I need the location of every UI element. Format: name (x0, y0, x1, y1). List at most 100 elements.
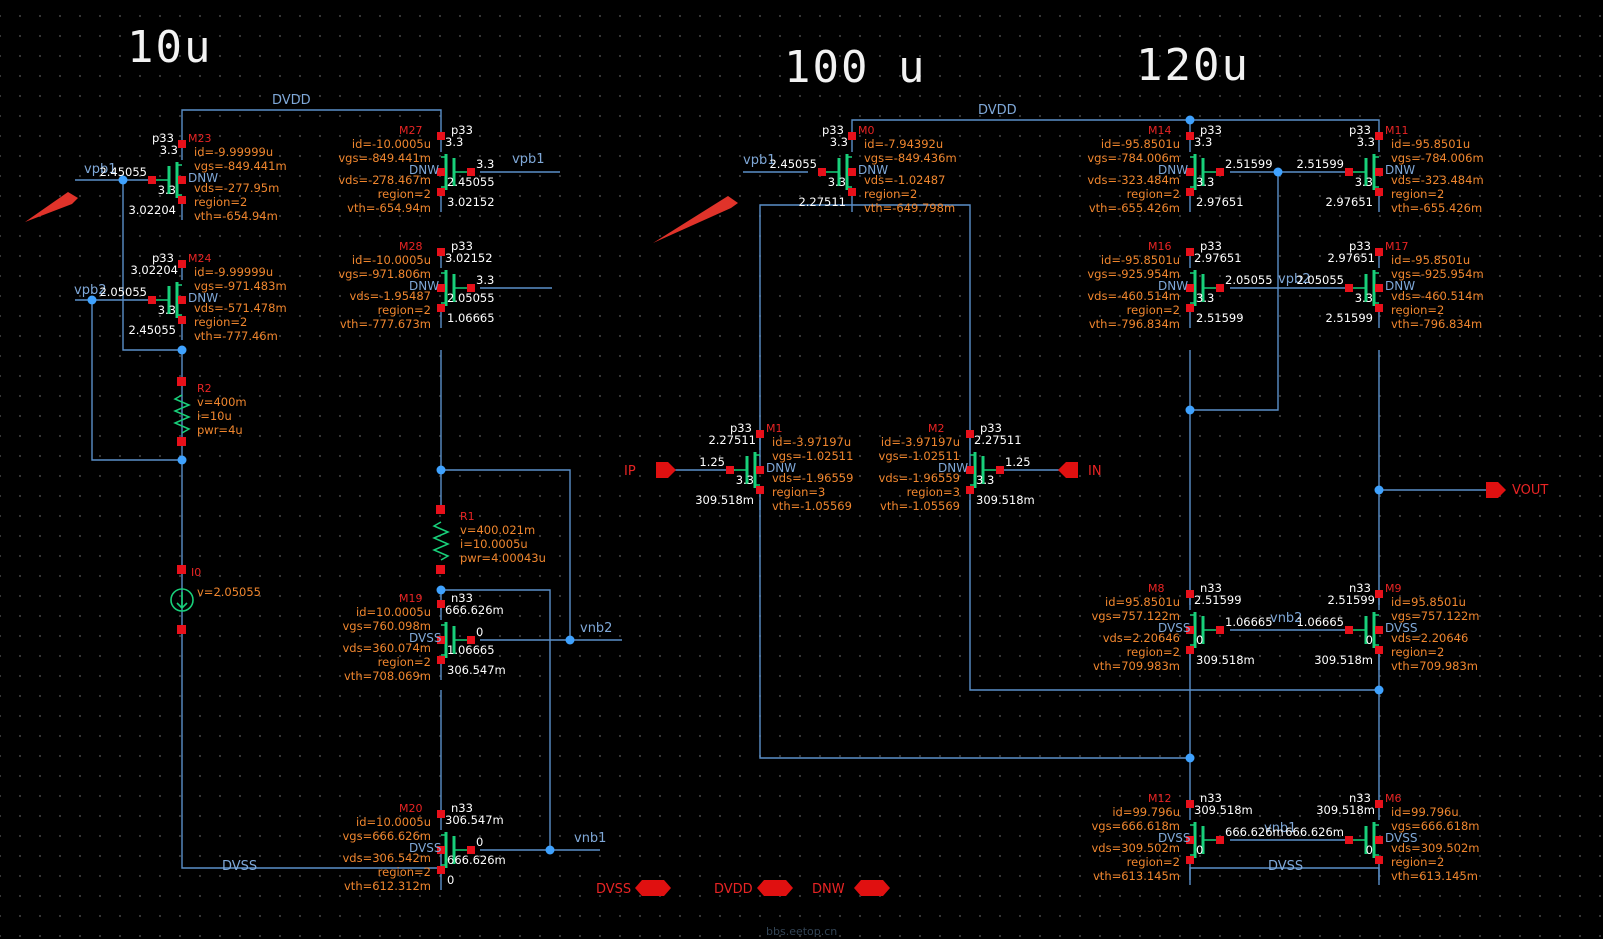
pin[interactable] (996, 466, 1004, 474)
pin[interactable] (1375, 836, 1383, 844)
pin[interactable] (437, 284, 445, 292)
device-type: p33 (152, 251, 174, 265)
pin[interactable] (437, 656, 445, 664)
transistor-m20[interactable]: n33M20id=10.0005uvgs=666.626mvds=306.542… (343, 801, 506, 893)
pin[interactable] (1186, 248, 1194, 256)
pin[interactable] (437, 188, 445, 196)
pin[interactable] (1186, 590, 1194, 598)
pin[interactable] (1186, 836, 1194, 844)
pin[interactable] (756, 486, 764, 494)
resistor-r1[interactable]: R1 v=400.021m i=10.0005u pwr=4.00043u (432, 505, 546, 574)
pin[interactable] (437, 600, 445, 608)
current-source-i0[interactable]: I0 v=2.05055 (170, 565, 261, 634)
pin[interactable] (437, 636, 445, 644)
pin[interactable] (467, 846, 475, 854)
pin[interactable] (1216, 284, 1224, 292)
pin[interactable] (756, 466, 764, 474)
pin[interactable] (1186, 304, 1194, 312)
pin[interactable] (467, 284, 475, 292)
pin[interactable] (178, 260, 186, 268)
pin[interactable] (178, 196, 186, 204)
pin[interactable] (1186, 132, 1194, 140)
port-dnw[interactable]: DNW (812, 880, 890, 897)
pin[interactable] (756, 430, 764, 438)
port-vout[interactable]: VOUT (1486, 482, 1548, 498)
transistor-m12[interactable]: n33M12id=99.796uvgs=666.618mvds=309.502m… (1092, 791, 1284, 883)
pin[interactable] (437, 846, 445, 854)
pin[interactable] (1345, 284, 1353, 292)
pin[interactable] (467, 636, 475, 644)
pin[interactable] (848, 132, 856, 140)
port-in[interactable]: IN (1058, 462, 1102, 479)
pin[interactable] (1186, 626, 1194, 634)
pin[interactable] (178, 316, 186, 324)
pin[interactable] (1345, 168, 1353, 176)
pin[interactable] (1186, 188, 1194, 196)
pin[interactable] (178, 140, 186, 148)
pin[interactable] (1186, 646, 1194, 654)
port-dvdd[interactable]: DVDD (714, 880, 793, 897)
node-voltage: 2.51599 (1225, 157, 1273, 171)
pin[interactable] (1345, 836, 1353, 844)
op-param: id=-9.99999u (194, 265, 273, 279)
port-dvss[interactable]: DVSS (596, 880, 671, 897)
pin[interactable] (1375, 168, 1383, 176)
pin[interactable] (1216, 836, 1224, 844)
pin[interactable] (1186, 800, 1194, 808)
transistor-m28[interactable]: p33M28id=-10.0005uvgs=-971.806mvds=-1.95… (338, 239, 494, 331)
pin[interactable] (848, 188, 856, 196)
pin[interactable] (437, 810, 445, 818)
pin[interactable] (437, 304, 445, 312)
pin[interactable] (1375, 248, 1383, 256)
pin[interactable] (726, 466, 734, 474)
pin[interactable] (1375, 132, 1383, 140)
pin[interactable] (1375, 646, 1383, 654)
node-voltage: 3.3 (830, 135, 848, 149)
resistor-r2[interactable]: R2 v=400m i=10u pwr=4u (173, 377, 247, 446)
port-ip[interactable]: IP (624, 462, 676, 479)
pin[interactable] (437, 248, 445, 256)
pin[interactable] (1375, 188, 1383, 196)
pin[interactable] (1375, 590, 1383, 598)
pin[interactable] (966, 466, 974, 474)
pin[interactable] (178, 176, 186, 184)
pin[interactable] (148, 176, 156, 184)
transistor-m19[interactable]: n33M19id=10.0005uvgs=760.098mvds=360.074… (343, 591, 506, 683)
pin[interactable] (848, 168, 856, 176)
transistor-m8[interactable]: n33M8id=95.8501uvgs=757.122mvds=2.20646r… (1092, 581, 1273, 673)
pin[interactable] (1375, 304, 1383, 312)
pin[interactable] (1345, 626, 1353, 634)
pin[interactable] (1216, 168, 1224, 176)
pin[interactable] (1375, 284, 1383, 292)
device-name: M27 (399, 124, 423, 137)
pin[interactable] (1186, 856, 1194, 864)
pin[interactable] (1375, 800, 1383, 808)
pin[interactable] (1186, 168, 1194, 176)
pin[interactable] (437, 866, 445, 874)
pin[interactable] (1216, 626, 1224, 634)
transistor-m16[interactable]: p33M16id=-95.8501uvgs=-925.954mvds=-460.… (1087, 239, 1272, 331)
pin[interactable] (178, 296, 186, 304)
pin[interactable] (1375, 626, 1383, 634)
transistor-m27[interactable]: p33M27id=-10.0005uvgs=-849.441mvds=-278.… (338, 123, 494, 215)
transistor-m14[interactable]: p33M14id=-95.8501uvgs=-784.006mvds=-323.… (1087, 123, 1272, 215)
pin[interactable] (966, 430, 974, 438)
pin[interactable] (437, 168, 445, 176)
pin[interactable] (1375, 856, 1383, 864)
pin[interactable] (437, 132, 445, 140)
pin[interactable] (467, 168, 475, 176)
pin[interactable] (818, 168, 826, 176)
pin[interactable] (148, 296, 156, 304)
pin[interactable] (1186, 284, 1194, 292)
transistor-m2[interactable]: p33M2id=-3.97197uvgs=-1.02511vds=-1.9655… (879, 421, 1035, 513)
pin[interactable] (966, 486, 974, 494)
